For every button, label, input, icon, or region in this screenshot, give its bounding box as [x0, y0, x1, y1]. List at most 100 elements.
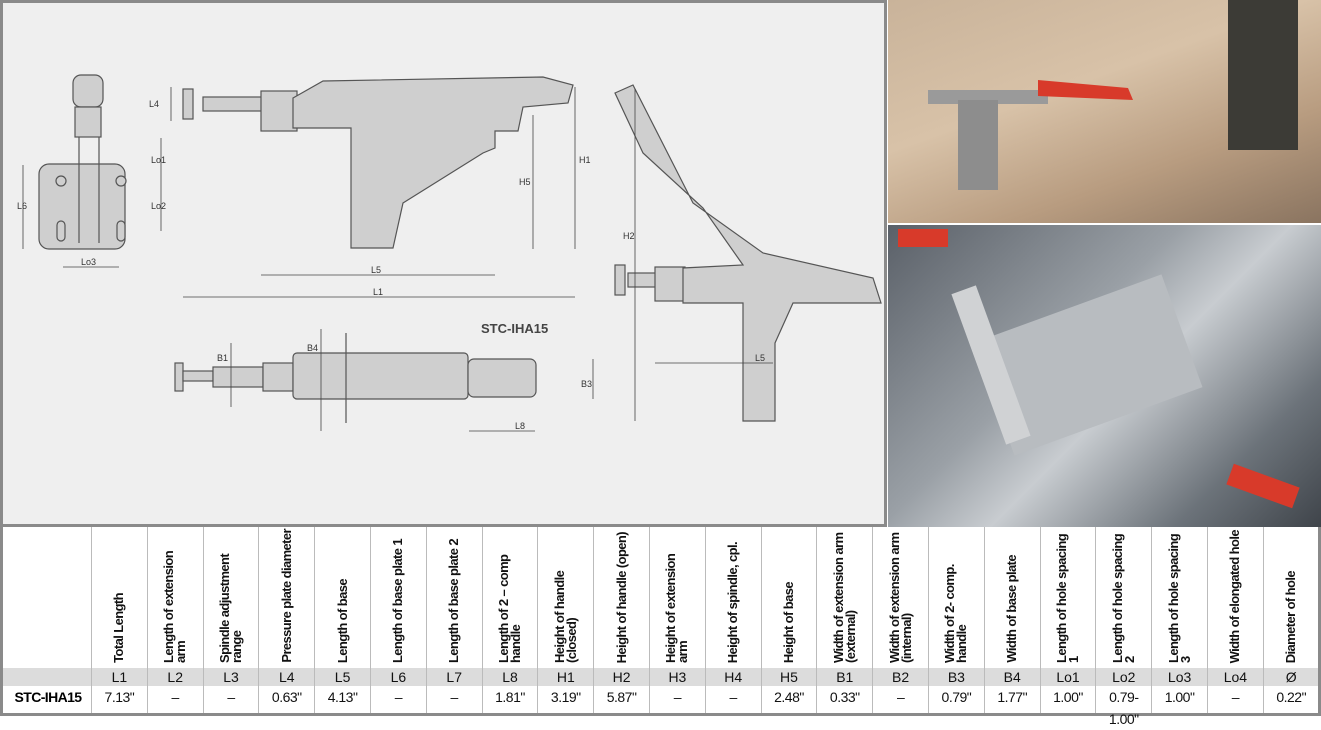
- column-code: L2: [167, 669, 183, 685]
- column-code: Lo2: [1112, 669, 1136, 685]
- table-column: Length of hole spacing 1 Lo1 1.00": [1039, 527, 1096, 713]
- clamp-body-open-view: [614, 84, 882, 422]
- dim-label-l1: L1: [373, 287, 383, 297]
- column-value: –: [227, 689, 235, 705]
- dim-label-b4: B4: [307, 343, 318, 353]
- column-value: 0.79": [941, 689, 972, 705]
- column-code: Lo1: [1056, 669, 1080, 685]
- column-header-text: Width of base plate: [1004, 555, 1020, 663]
- column-value: –: [673, 689, 682, 705]
- column-header-text: Total Length: [111, 593, 127, 663]
- column-code: B4: [1003, 669, 1021, 685]
- column-code: B1: [836, 669, 854, 685]
- column-code: H4: [724, 669, 743, 685]
- column-header-text: Length of base: [334, 578, 350, 663]
- column-header: Width of base plate: [985, 527, 1040, 667]
- column-code: B2: [892, 669, 910, 685]
- column-header-text: Height of handle (closed): [551, 570, 579, 663]
- column-header: Width of elongated hole: [1208, 527, 1263, 667]
- column-header-text: Length of 2 – comp handle: [495, 554, 523, 663]
- column-value: –: [896, 689, 905, 705]
- column-header-text: Pressure plate diameter: [278, 529, 294, 663]
- column-code: H2: [612, 669, 631, 685]
- dim-label-lo3: Lo3: [81, 257, 96, 267]
- column-code: L6: [390, 669, 407, 685]
- column-value: –: [729, 689, 738, 705]
- column-header: Width of extension arm (internal): [873, 527, 928, 667]
- base-plate-end-view: [38, 163, 126, 250]
- clamp-body-side-view: [292, 76, 574, 249]
- column-header-text: Height of extension arm: [663, 553, 691, 663]
- column-header-text: Width of 2- comp. handle: [942, 564, 970, 663]
- column-header: Length of base plate 2: [427, 527, 482, 667]
- table-column: Length of base plate 1 L6 –: [370, 527, 426, 713]
- dim-label-h5: H5: [519, 177, 531, 187]
- code-row-band: [3, 668, 1318, 686]
- column-header: Length of hole spacing 2: [1096, 527, 1151, 667]
- column-header-text: Width of elongated hole: [1227, 529, 1243, 663]
- column-header: Height of handle (closed): [538, 527, 593, 667]
- column-code: B3: [947, 669, 965, 685]
- dim-label-l5: L5: [371, 265, 381, 275]
- column-header-text: Length of hole spacing 2: [1109, 533, 1137, 663]
- column-value: –: [394, 689, 403, 705]
- column-value: 0.22": [1276, 689, 1307, 705]
- column-value: 5.87": [606, 689, 637, 705]
- column-header: Length of base plate 1: [371, 527, 426, 667]
- column-header-text: Width of extension arm (external): [830, 532, 858, 663]
- dim-label-b3: B3: [581, 379, 592, 389]
- column-code: L8: [502, 669, 518, 685]
- table-column: Length of hole spacing 3 Lo3 1.00": [1151, 527, 1207, 713]
- column-value: 7.13": [104, 689, 135, 705]
- column-header-text: Length of extension arm: [161, 550, 189, 663]
- column-code: L1: [111, 669, 128, 685]
- dim-label-lo2: Lo2: [151, 201, 166, 211]
- dim-label-b1: B1: [217, 353, 228, 363]
- dim-label-l6: L6: [17, 201, 27, 211]
- column-header: Height of spindle, cpl.: [706, 527, 761, 667]
- column-header: Width of 2- comp. handle: [929, 527, 984, 667]
- column-code: Ø: [1285, 669, 1297, 685]
- column-header: Pressure plate diameter: [259, 527, 314, 667]
- dim-label-h1: H1: [579, 155, 591, 165]
- clamp-in-fixture-photo: [888, 225, 1321, 527]
- column-header-text: Length of base plate 1: [390, 538, 406, 663]
- column-header-text: Length of base plate 2: [446, 538, 462, 663]
- column-code: L7: [446, 669, 462, 685]
- technical-drawing: L6 Lo1 Lo2 Lo3 L4 L5 L1 H5 H1 H2 L5 B1 B…: [0, 0, 887, 527]
- dim-label-l4: L4: [149, 99, 159, 109]
- column-header: Length of hole spacing 3: [1152, 527, 1207, 667]
- column-header: Width of extension arm (external): [817, 527, 872, 667]
- column-header-text: Length of hole spacing 1: [1053, 533, 1081, 663]
- column-value: –: [1231, 689, 1240, 705]
- column-header: Spindle adjustment range: [204, 527, 259, 667]
- column-header-text: Width of extension arm (internal): [886, 532, 914, 663]
- column-value: 4.13": [327, 689, 358, 705]
- table-column: Width of extension arm (internal) B2 –: [872, 527, 928, 713]
- dim-label-h2: H2: [623, 231, 635, 241]
- column-value: 0.79-1.00": [1108, 689, 1139, 727]
- column-value: 1.00": [1164, 689, 1195, 705]
- column-value: 3.19": [550, 689, 581, 705]
- column-code: Lo3: [1167, 669, 1192, 685]
- column-value: 1.81": [495, 689, 525, 705]
- column-header-text: Spindle adjustment range: [216, 553, 244, 663]
- column-code: L4: [279, 669, 295, 685]
- column-value: 1.00": [1053, 689, 1083, 705]
- column-header-text: Height of base: [780, 581, 796, 663]
- column-header: Length of hole spacing 1: [1041, 527, 1096, 667]
- dim-label-l5-open: L5: [755, 353, 765, 363]
